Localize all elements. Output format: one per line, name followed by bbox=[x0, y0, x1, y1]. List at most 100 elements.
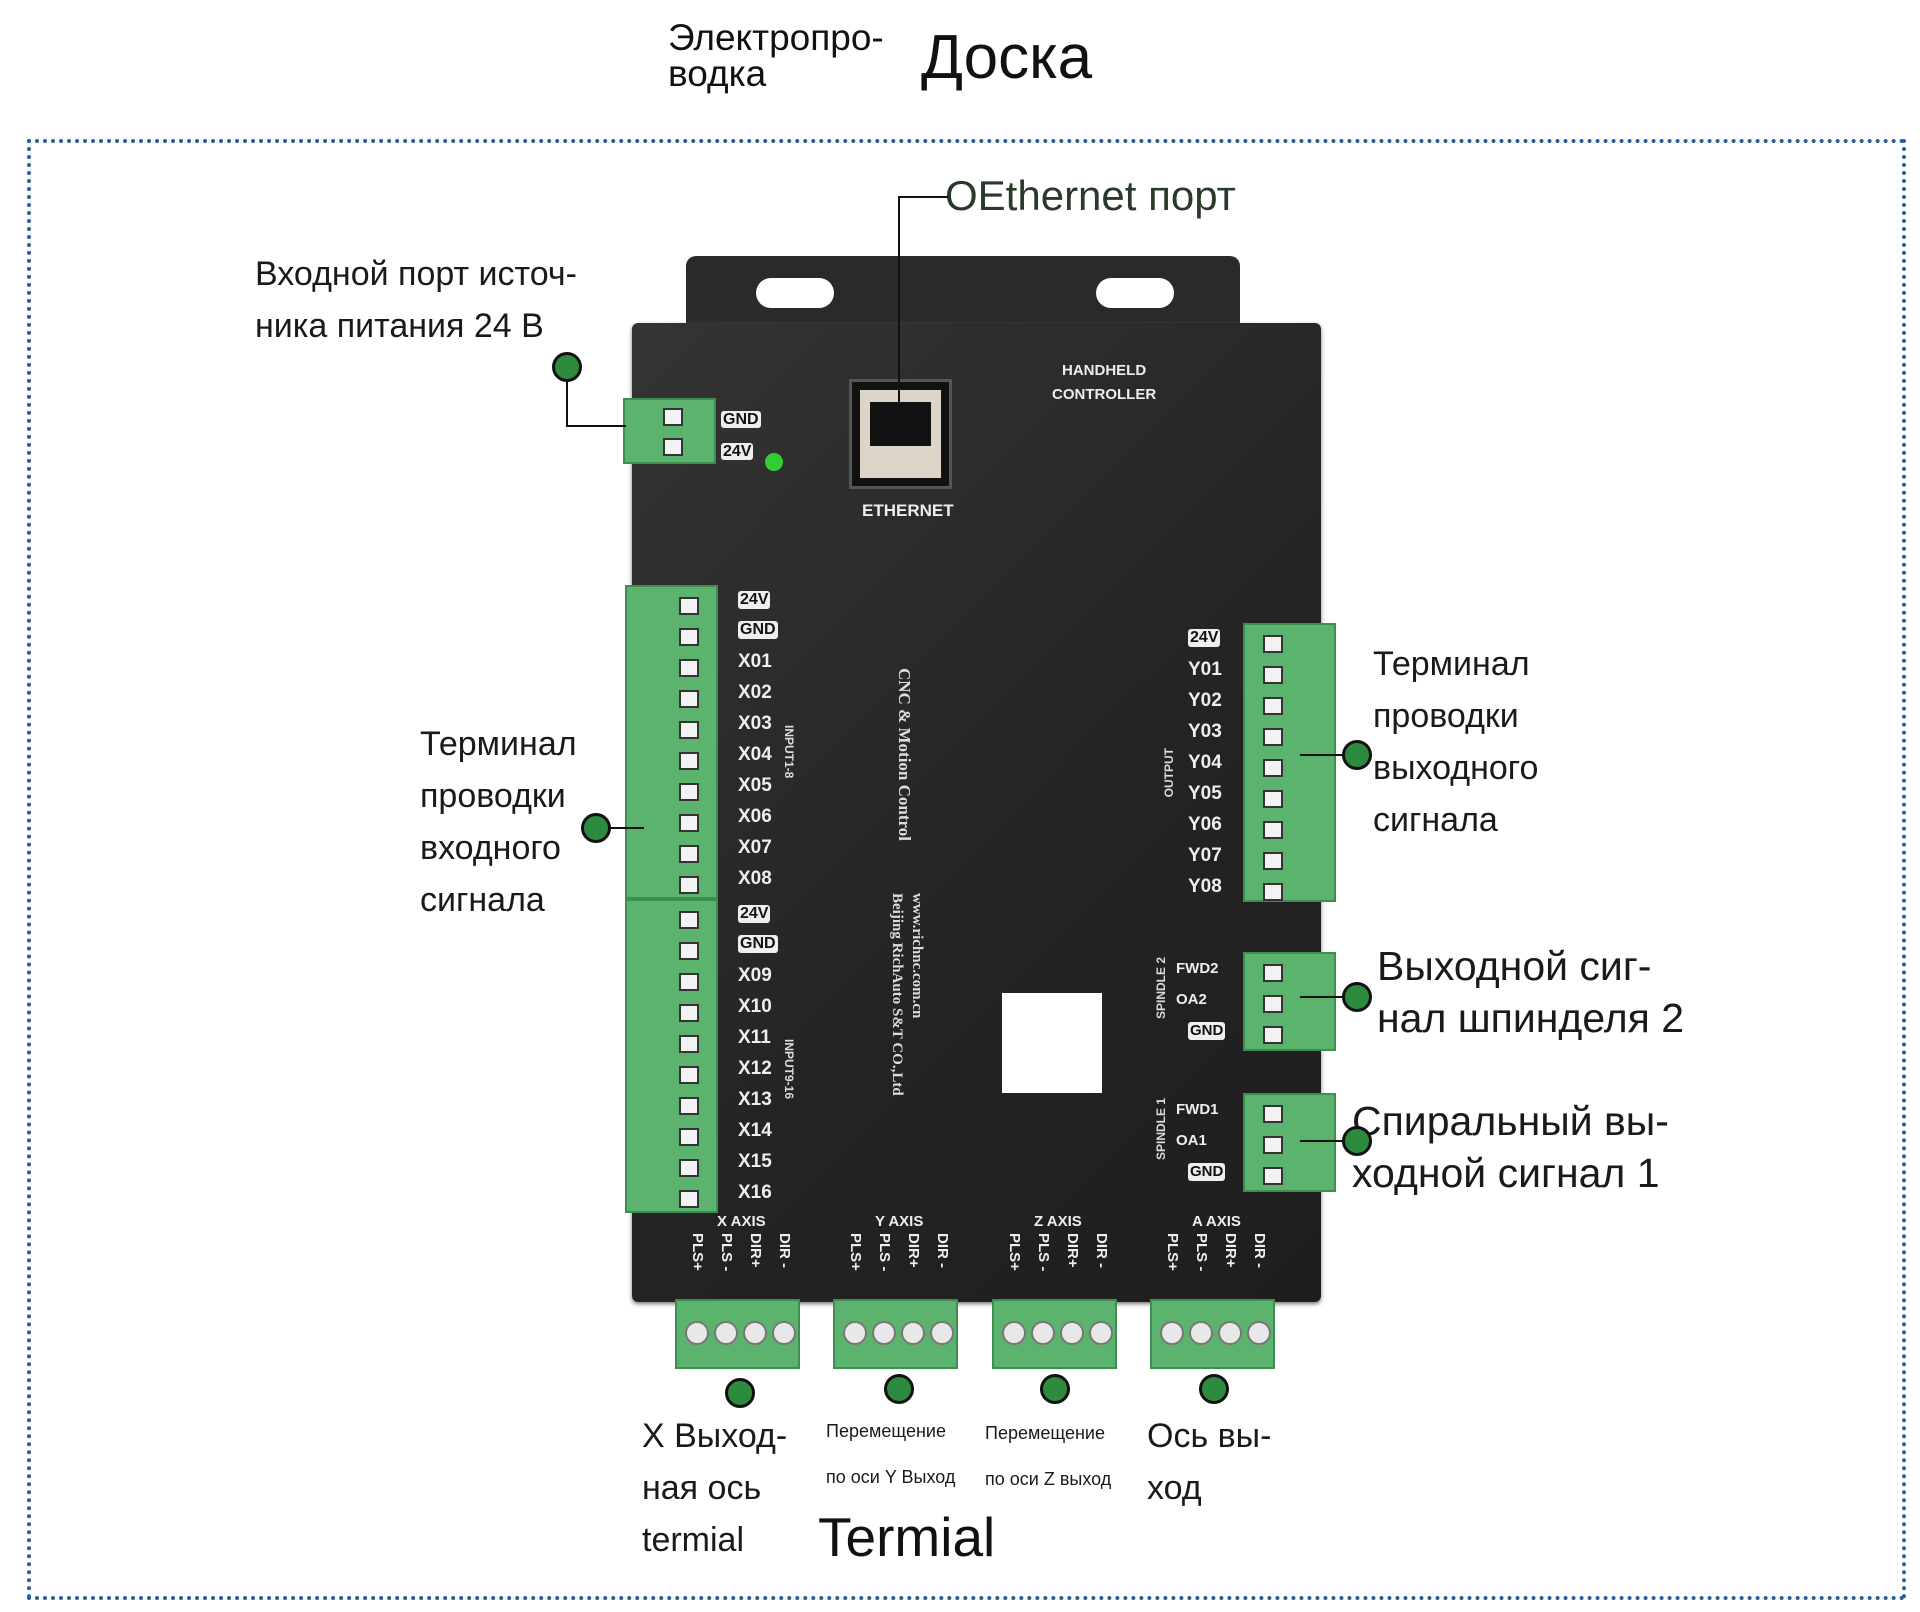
qr-code bbox=[1002, 993, 1102, 1093]
y-axis-callout: Перемещение по оси Y Выход bbox=[826, 1421, 956, 1487]
terminal-screw bbox=[930, 1321, 954, 1345]
spindle1-terminal[interactable] bbox=[1243, 1093, 1336, 1192]
axis-terminal-block[interactable] bbox=[833, 1299, 958, 1369]
ethernet-jack[interactable] bbox=[849, 379, 952, 489]
tag-24v: 24V bbox=[738, 905, 771, 923]
spindle2-terminal[interactable] bbox=[1243, 952, 1336, 1051]
terminal-pin bbox=[679, 845, 699, 863]
title-small: Электропро- водка bbox=[668, 17, 884, 94]
output-label: Y02 bbox=[1188, 690, 1222, 711]
axis-name: X AXIS bbox=[717, 1213, 766, 1230]
axis-terminal-block[interactable] bbox=[1150, 1299, 1275, 1369]
power-led bbox=[765, 453, 783, 471]
output-terminal-block[interactable] bbox=[1243, 623, 1336, 902]
terminal-pin bbox=[679, 783, 699, 801]
handheld-label: HANDHELD CONTROLLER bbox=[1052, 362, 1157, 403]
axis-pin-label: DIR+ bbox=[905, 1233, 922, 1268]
input-label: X09 bbox=[738, 965, 772, 986]
tag-24v: 24V bbox=[738, 591, 771, 609]
termial-label: Termial bbox=[818, 1506, 996, 1568]
input-label: X12 bbox=[738, 1058, 772, 1079]
terminal-pin bbox=[679, 814, 699, 832]
terminal-pin bbox=[1263, 728, 1283, 746]
terminal-screw bbox=[872, 1321, 896, 1345]
axis-pin-label: DIR - bbox=[934, 1233, 951, 1268]
terminal-screw bbox=[1160, 1321, 1184, 1345]
terminal-pin bbox=[1263, 821, 1283, 839]
tag-24v-wrap: 24V bbox=[721, 443, 754, 461]
callout-dot bbox=[581, 813, 611, 843]
tag-24v: 24V bbox=[721, 443, 754, 460]
input-label: X11 bbox=[738, 1027, 771, 1048]
input-callout: Терминал проводки входного сигнала bbox=[420, 725, 577, 919]
terminal-pin bbox=[1263, 635, 1283, 653]
input-label: X07 bbox=[738, 837, 772, 858]
terminal-pin bbox=[679, 659, 699, 677]
spindle1-pin-label: FWD1 bbox=[1176, 1101, 1219, 1118]
callout-dot bbox=[552, 352, 582, 382]
terminal-pin bbox=[679, 1004, 699, 1022]
axis-terminal-block[interactable] bbox=[992, 1299, 1117, 1369]
axis-pin-label: PLS+ bbox=[847, 1233, 864, 1271]
axis-name: Y AXIS bbox=[875, 1213, 924, 1230]
tag-gnd-wrap: GND bbox=[721, 411, 761, 429]
input-group-label: INPUT9-16 bbox=[782, 1039, 796, 1100]
leader-line bbox=[898, 196, 900, 416]
a-axis-callout: Ось вы- ход bbox=[1147, 1417, 1272, 1507]
company-text: www.richnc.com.cn Beijing RichAuto S&T C… bbox=[889, 893, 925, 1096]
input-label: X13 bbox=[738, 1089, 772, 1110]
power-terminal[interactable] bbox=[623, 398, 716, 464]
tag-24v: 24V bbox=[1188, 629, 1221, 647]
leader-line bbox=[1300, 754, 1344, 756]
axis-pin-label: PLS+ bbox=[1164, 1233, 1181, 1271]
terminal-pin bbox=[1263, 852, 1283, 870]
mount-slot bbox=[756, 278, 834, 308]
output-label: Y04 bbox=[1188, 752, 1222, 773]
terminal-pin bbox=[1263, 995, 1283, 1013]
output-label: Y05 bbox=[1188, 783, 1222, 804]
terminal-pin bbox=[1263, 759, 1283, 777]
spindle1-callout: Спиральный вы- ходной сигнал 1 bbox=[1352, 1098, 1669, 1196]
controller-body: HANDHELD CONTROLLER ETHERNET GND 24V CNC… bbox=[632, 323, 1321, 1302]
z-axis-callout: Перемещение по оси Z выход bbox=[985, 1423, 1112, 1489]
ethernet-label: ETHERNET bbox=[862, 501, 954, 520]
output-group-label: OUTPUT bbox=[1162, 748, 1176, 798]
mount-slot bbox=[1096, 278, 1174, 308]
terminal-screw bbox=[1060, 1321, 1084, 1345]
terminal-screw bbox=[1189, 1321, 1213, 1345]
terminal-screw bbox=[843, 1321, 867, 1345]
callout-dot bbox=[1342, 982, 1372, 1012]
spindle2-pin-label: OA2 bbox=[1176, 991, 1207, 1008]
leader-line bbox=[898, 196, 948, 198]
input-label: X01 bbox=[738, 651, 772, 672]
terminal-screw bbox=[772, 1321, 796, 1345]
input-group-label: INPUT1-8 bbox=[782, 725, 796, 779]
spindle2-pin-label: GND bbox=[1188, 1022, 1226, 1040]
callout-dot bbox=[884, 1374, 914, 1404]
terminal-pin bbox=[679, 690, 699, 708]
title-big: Доска bbox=[921, 23, 1093, 92]
callout-dot bbox=[725, 1378, 755, 1408]
axis-pin-label: DIR - bbox=[1251, 1233, 1268, 1268]
input-terminal-block[interactable] bbox=[625, 585, 718, 899]
input-label: X15 bbox=[738, 1151, 772, 1172]
terminal-screw bbox=[1247, 1321, 1271, 1345]
terminal-pin bbox=[679, 911, 699, 929]
terminal-pin bbox=[663, 438, 683, 456]
terminal-screw bbox=[743, 1321, 767, 1345]
terminal-screw bbox=[1089, 1321, 1113, 1345]
terminal-pin bbox=[679, 1159, 699, 1177]
terminal-screw bbox=[685, 1321, 709, 1345]
brand-text: CNC & Motion Control bbox=[895, 668, 914, 841]
input-label: X08 bbox=[738, 868, 772, 889]
input-label: X06 bbox=[738, 806, 772, 827]
terminal-pin bbox=[1263, 1136, 1283, 1154]
axis-terminal-block[interactable] bbox=[675, 1299, 800, 1369]
input-terminal-block[interactable] bbox=[625, 899, 718, 1213]
axis-pin-label: DIR+ bbox=[1222, 1233, 1239, 1268]
leader-line bbox=[610, 827, 644, 829]
output-label: Y08 bbox=[1188, 876, 1222, 897]
leader-line bbox=[1300, 1140, 1344, 1142]
axis-pin-label: DIR+ bbox=[747, 1233, 764, 1268]
input-label: X03 bbox=[738, 713, 772, 734]
